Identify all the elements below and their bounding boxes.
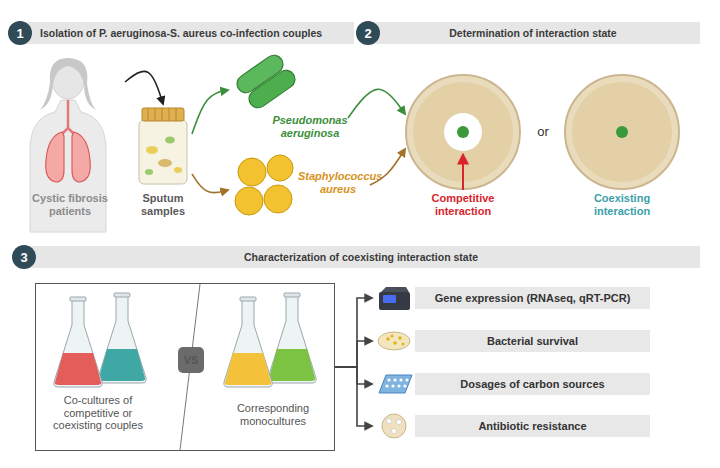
dish-rim bbox=[565, 75, 679, 189]
step-number: 2 bbox=[364, 26, 371, 41]
trachea bbox=[60, 100, 76, 136]
flask-glass bbox=[98, 296, 146, 383]
flow-arrow bbox=[192, 174, 228, 193]
sputum-blob bbox=[174, 167, 182, 173]
analysis-item: Bacterial survival bbox=[372, 330, 650, 352]
versus-text: VS bbox=[184, 354, 199, 367]
separator-word: or bbox=[528, 124, 558, 139]
flask-glass bbox=[224, 300, 272, 387]
flow-arrow bbox=[192, 90, 228, 134]
rod-cell bbox=[246, 67, 299, 112]
pseudomonas-cells: Pseudomonas aeruginosa bbox=[228, 56, 348, 142]
dish-agar bbox=[572, 82, 672, 182]
step-circle: 3 bbox=[12, 245, 36, 269]
section-title: Characterization of coexisting interacti… bbox=[244, 251, 478, 263]
flask bbox=[268, 293, 316, 383]
staphylococcus-cells: Staphylococcus aureus bbox=[228, 150, 370, 232]
species-name: Pseudomonas aeruginosa bbox=[268, 114, 352, 140]
jar-body bbox=[139, 120, 187, 184]
analysis-item: Dosages of carbon sources bbox=[372, 373, 650, 395]
flask-glass bbox=[268, 296, 316, 383]
section-header: Determination of interaction state 2 bbox=[366, 22, 700, 44]
cocci-bacteria bbox=[235, 155, 293, 215]
flask-liquid bbox=[55, 353, 101, 385]
culture-caption: Co-cultures of competitive or coexisting… bbox=[48, 394, 148, 432]
flow-arrow bbox=[348, 89, 405, 118]
flow-arrow bbox=[335, 367, 372, 384]
flow-arrow bbox=[335, 341, 372, 367]
interaction-state: Coexisting interaction bbox=[577, 192, 667, 218]
flow-arrow bbox=[370, 149, 405, 185]
flask bbox=[98, 293, 146, 383]
step-circle: 1 bbox=[8, 21, 32, 45]
jar-lid bbox=[142, 108, 184, 121]
coccus-cell bbox=[267, 155, 293, 181]
left-lung bbox=[46, 132, 64, 182]
section-header: Isolation of P. aeruginosa-S. aureus co-… bbox=[18, 22, 354, 44]
step-number: 1 bbox=[16, 26, 23, 41]
coccus-cell bbox=[235, 187, 263, 215]
flask bbox=[54, 297, 102, 387]
halo-pointer bbox=[462, 155, 464, 190]
flask bbox=[224, 297, 272, 387]
flask-liquid bbox=[99, 349, 145, 381]
colony-spot bbox=[616, 126, 628, 138]
flask-liquid bbox=[225, 353, 271, 385]
versus-badge: VS bbox=[178, 347, 204, 373]
dish-rim bbox=[406, 75, 520, 189]
flask-rim bbox=[70, 297, 86, 301]
section-header: Characterization of coexisting interacti… bbox=[22, 246, 700, 268]
rod-bacteria bbox=[234, 52, 299, 112]
interaction-state: Competitive interaction bbox=[418, 192, 508, 218]
petri-dish: Coexisting interaction bbox=[564, 74, 680, 190]
analysis-item: Antibiotic resistance bbox=[372, 415, 650, 437]
analysis-label: Dosages of carbon sources bbox=[460, 378, 604, 390]
petri-dish-coexisting bbox=[565, 75, 679, 189]
section-title: Determination of interaction state bbox=[449, 27, 616, 39]
figure-caption: Cystic fibrosis patients bbox=[25, 192, 115, 218]
sputum-blob bbox=[165, 137, 175, 144]
inhibition-halo bbox=[444, 113, 482, 151]
sputum-blob bbox=[158, 159, 172, 167]
petri-dish-competitive bbox=[406, 75, 520, 190]
analysis-item: Gene expression (RNAseq, qRT-PCR) bbox=[372, 287, 650, 309]
step-circle: 2 bbox=[356, 21, 380, 45]
flow-arrow bbox=[125, 71, 163, 104]
flask-rim bbox=[114, 293, 130, 297]
coccus-cell bbox=[238, 158, 266, 186]
sputum-jar: Sputum samples bbox=[134, 104, 192, 220]
figure-caption: Sputum samples bbox=[130, 192, 196, 218]
flask-glass bbox=[54, 300, 102, 387]
coccus-cell bbox=[264, 185, 292, 213]
comparison-box: Co-cultures of competitive or coexisting… bbox=[35, 283, 335, 451]
flow-arrow bbox=[335, 367, 372, 426]
culture-caption: Corresponding monocultures bbox=[218, 402, 328, 427]
analysis-label: Bacterial survival bbox=[487, 335, 578, 347]
flow-arrow bbox=[335, 298, 372, 367]
flask-liquid bbox=[269, 349, 315, 381]
lid-ridges bbox=[148, 108, 176, 121]
flask-rim bbox=[284, 293, 300, 297]
analysis-label: Gene expression (RNAseq, qRT-PCR) bbox=[435, 292, 631, 304]
flask-rim bbox=[240, 297, 256, 301]
patient-figure: Cystic fibrosis patients bbox=[15, 52, 125, 220]
petri-dish: Competitive interaction bbox=[405, 74, 521, 190]
step-number: 3 bbox=[20, 250, 27, 265]
sputum-blob bbox=[145, 169, 153, 175]
sputum-jar-illustration bbox=[139, 108, 187, 184]
colony-spot bbox=[457, 126, 469, 138]
section-title: Isolation of P. aeruginosa-S. aureus co-… bbox=[40, 27, 322, 39]
right-lung bbox=[72, 132, 90, 182]
species-name: Staphylococcus aureus bbox=[298, 170, 378, 196]
analysis-label: Antibiotic resistance bbox=[478, 420, 586, 432]
sputum-blob bbox=[146, 146, 158, 154]
